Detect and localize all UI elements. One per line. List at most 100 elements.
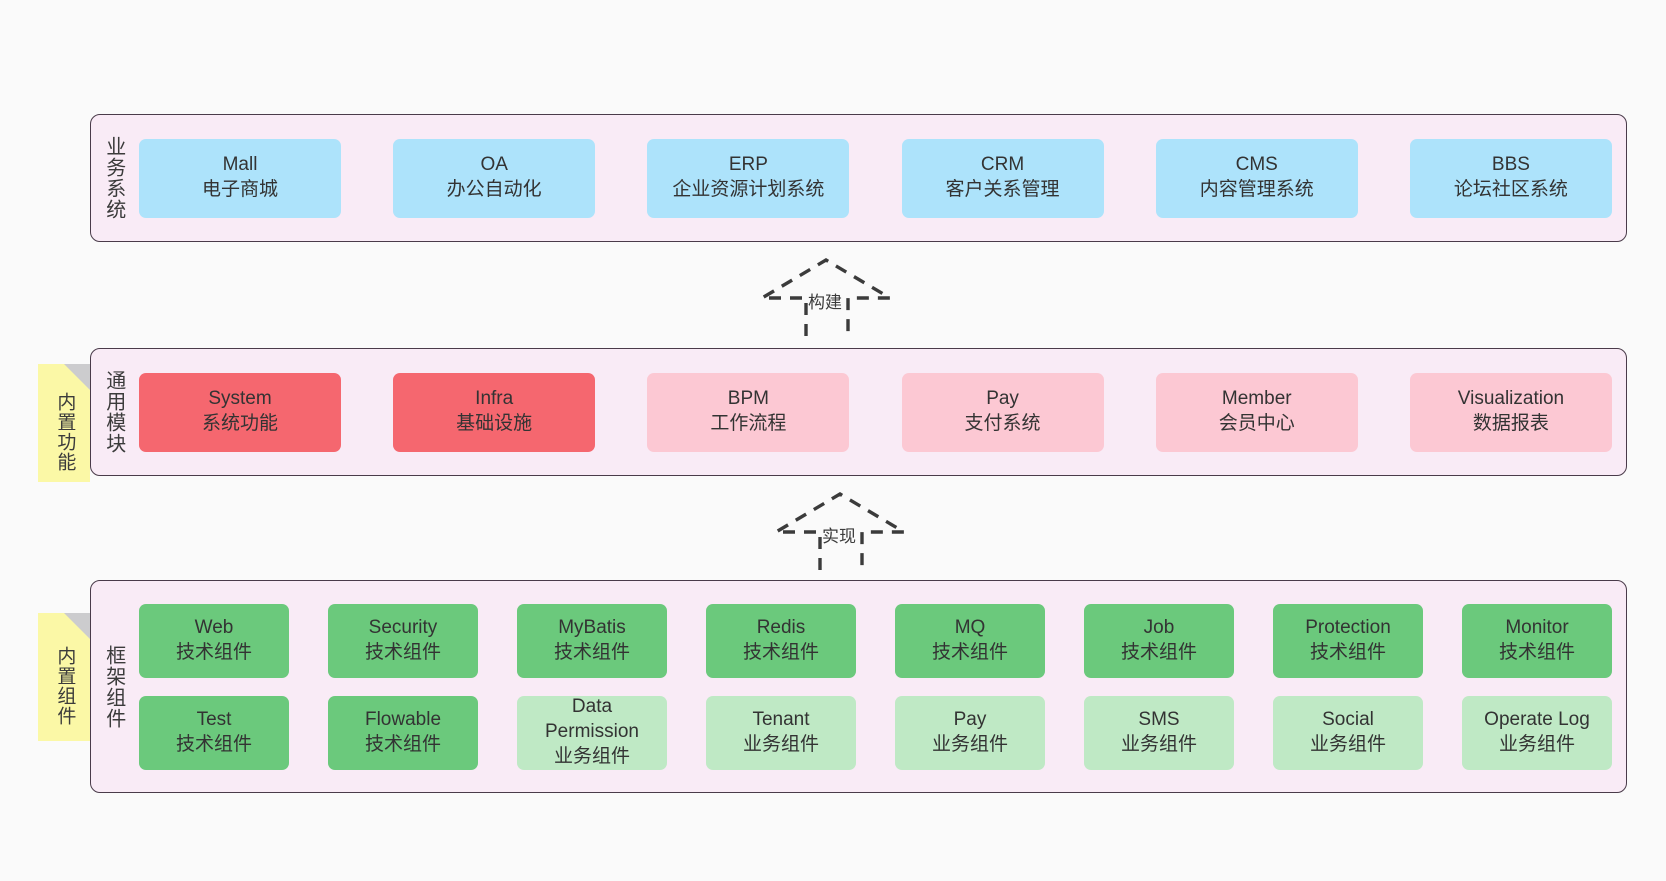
card-title-en: Member (1221, 388, 1292, 410)
card-framework-r2-5[interactable]: SMS 业务组件 (1084, 695, 1234, 770)
card-title-cn: 技术组件 (1498, 641, 1575, 663)
card-framework-r1-5[interactable]: Job 技术组件 (1084, 603, 1234, 678)
card-title-en: Mall (222, 154, 258, 176)
card-title-en: MQ (954, 616, 986, 638)
card-module-1[interactable]: Infra 基础设施 (393, 372, 596, 452)
card-title-cn: 技术组件 (175, 733, 252, 755)
card-title-en: Operate Log (1484, 708, 1590, 730)
card-title-cn: 业务组件 (1120, 733, 1197, 755)
card-title-cn: 系统功能 (201, 413, 278, 434)
card-framework-r2-6[interactable]: Social 业务组件 (1273, 695, 1423, 770)
card-title-cn: 技术组件 (175, 641, 252, 663)
card-module-0[interactable]: System 系统功能 (139, 372, 341, 452)
card-business-1[interactable]: OA 办公自动化 (393, 138, 596, 218)
sticky-note-text: 内置组件 (54, 646, 76, 726)
layer-business-systems: 业务系统 Mall 电子商城 OA 办公自动化 ERP 企业资源计划系统 CRM… (90, 114, 1627, 242)
card-framework-r2-2[interactable]: Data Permission 业务组件 (517, 695, 667, 770)
card-module-2[interactable]: BPM 工作流程 (647, 372, 850, 452)
card-title-cn: 工作流程 (710, 413, 787, 434)
layer-business-title: 业务系统 (102, 136, 125, 220)
card-title-cn: 论坛社区系统 (1453, 179, 1568, 200)
card-title-cn: 技术组件 (1120, 641, 1197, 663)
build-arrow-icon (755, 258, 897, 336)
card-title-en: Monitor (1505, 616, 1569, 638)
card-title-cn: 内容管理系统 (1199, 179, 1314, 200)
card-title-en: CMS (1235, 154, 1278, 176)
card-framework-r2-3[interactable]: Tenant 业务组件 (706, 695, 856, 770)
layer-framework-title: 框架组件 (102, 644, 125, 729)
card-title-en: Protection (1305, 616, 1391, 638)
layer-common-modules: 通用模块 System 系统功能 Infra 基础设施 BPM 工作流程 Pay… (90, 348, 1627, 476)
card-framework-r1-2[interactable]: MyBatis 技术组件 (517, 603, 667, 678)
card-framework-r1-0[interactable]: Web 技术组件 (139, 603, 289, 678)
card-framework-r2-7[interactable]: Operate Log 业务组件 (1462, 695, 1612, 770)
card-title-en: ERP (728, 154, 768, 176)
card-module-4[interactable]: Member 会员中心 (1155, 372, 1358, 452)
card-title-cn: 技术组件 (1309, 641, 1386, 663)
card-module-5[interactable]: Visualization 数据报表 (1409, 372, 1612, 452)
card-business-5[interactable]: BBS 论坛社区系统 (1409, 138, 1612, 218)
card-title-en: Flowable (364, 708, 442, 730)
card-title-en: MyBatis (558, 616, 626, 638)
card-title-en: Redis (756, 616, 806, 638)
layer-modules-body: System 系统功能 Infra 基础设施 BPM 工作流程 Pay 支付系统… (135, 349, 1626, 475)
card-title-en: Security (368, 616, 438, 638)
card-title-cn: 技术组件 (364, 641, 441, 663)
card-title-en: System (208, 388, 272, 410)
connector-implement: 实现 (769, 492, 922, 578)
connector-build-label: 构建 (808, 293, 842, 312)
card-title-en: BPM (727, 388, 769, 410)
sticky-fold-corner (64, 613, 90, 639)
card-title-cn: 会员中心 (1218, 413, 1295, 434)
sticky-fold-corner (64, 364, 90, 390)
card-framework-r1-1[interactable]: Security 技术组件 (328, 603, 478, 678)
card-title-cn: 电子商城 (201, 179, 278, 200)
card-title-cn: 技术组件 (931, 641, 1008, 663)
card-framework-r2-0[interactable]: Test 技术组件 (139, 695, 289, 770)
card-framework-r1-3[interactable]: Redis 技术组件 (706, 603, 856, 678)
card-business-0[interactable]: Mall 电子商城 (139, 138, 341, 218)
card-title-cn: 技术组件 (742, 641, 819, 663)
card-framework-r2-1[interactable]: Flowable 技术组件 (328, 695, 478, 770)
card-title-cn: 技术组件 (364, 733, 441, 755)
framework-row-technical: Web 技术组件 Security 技术组件 MyBatis 技术组件 Redi… (139, 603, 1612, 678)
card-title-en: Infra (475, 388, 514, 410)
sticky-note-text: 内置功能 (54, 392, 76, 472)
connector-implement-label: 实现 (822, 527, 856, 546)
connector-build: 构建 (755, 258, 908, 344)
card-title-en: Social (1322, 708, 1374, 730)
card-module-3[interactable]: Pay 支付系统 (901, 372, 1104, 452)
layer-framework-components: 框架组件 Web 技术组件 Security 技术组件 MyBatis 技术组件… (90, 580, 1627, 793)
layer-modules-title: 通用模块 (102, 370, 125, 454)
implement-arrow-icon (769, 492, 911, 570)
card-title-en: Pay (986, 388, 1019, 410)
card-title-en: Test (196, 708, 232, 730)
card-business-3[interactable]: CRM 客户关系管理 (901, 138, 1104, 218)
card-title-en: Web (194, 616, 234, 638)
layer-business-body: Mall 电子商城 OA 办公自动化 ERP 企业资源计划系统 CRM 客户关系… (135, 115, 1626, 241)
card-business-4[interactable]: CMS 内容管理系统 (1155, 138, 1358, 218)
card-title-cn: 办公自动化 (446, 179, 542, 200)
card-framework-r1-7[interactable]: Monitor 技术组件 (1462, 603, 1612, 678)
card-title-en: Visualization (1457, 388, 1565, 410)
sticky-note-builtin-functions: 内置功能 (38, 364, 90, 482)
card-title-cn: 业务组件 (931, 733, 1008, 755)
card-title-cn: 业务组件 (1498, 733, 1575, 755)
card-title-cn: 基础设施 (456, 413, 533, 434)
card-title-en: Pay (953, 708, 987, 730)
card-business-2[interactable]: ERP 企业资源计划系统 (647, 138, 850, 218)
card-framework-r2-4[interactable]: Pay 业务组件 (895, 695, 1045, 770)
card-framework-r1-4[interactable]: MQ 技术组件 (895, 603, 1045, 678)
card-title-en: Job (1143, 616, 1175, 638)
card-title-en: CRM (980, 154, 1025, 176)
card-title-en: Data Permission (545, 696, 639, 743)
layer-framework-body: Web 技术组件 Security 技术组件 MyBatis 技术组件 Redi… (135, 581, 1626, 792)
card-title-en: SMS (1138, 708, 1180, 730)
card-title-en: OA (480, 154, 508, 176)
card-title-cn: 企业资源计划系统 (672, 179, 825, 200)
card-title-cn: 数据报表 (1472, 413, 1549, 434)
card-framework-r1-6[interactable]: Protection 技术组件 (1273, 603, 1423, 678)
framework-row-business: Test 技术组件 Flowable 技术组件 Data Permission … (139, 695, 1612, 770)
card-title-cn: 业务组件 (742, 733, 819, 755)
